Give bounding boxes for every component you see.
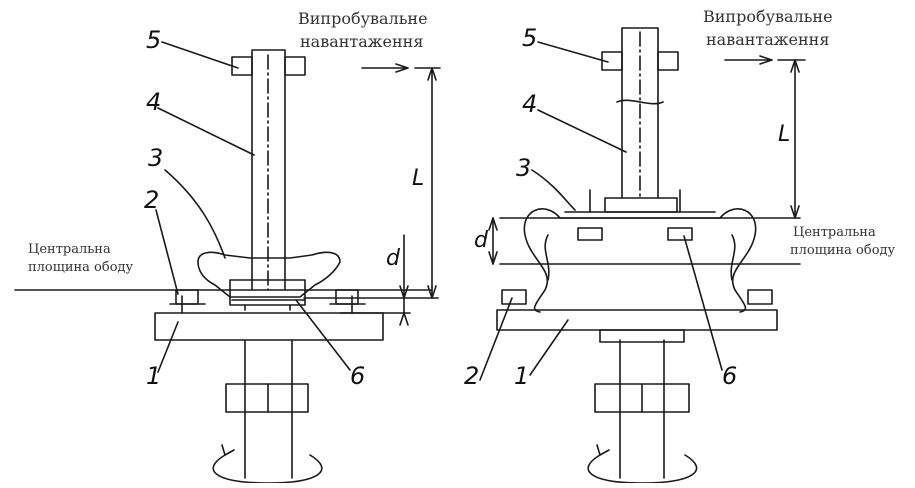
left-top-clamp-l xyxy=(231,56,253,76)
left-test-bar xyxy=(251,49,286,291)
right-dim-L xyxy=(777,59,806,219)
left-dim-L xyxy=(414,67,441,299)
right-lower-block xyxy=(599,329,685,343)
left-center-label-line1: Центральна xyxy=(28,242,111,257)
right-callout-4: 4 xyxy=(522,90,538,118)
right-callout-1: 1 xyxy=(514,362,530,390)
left-load-arrow xyxy=(361,63,409,73)
left-callout-1: 1 xyxy=(146,362,162,390)
left-rotation-arrow xyxy=(212,454,323,484)
right-center-label-line2: площина ободу xyxy=(790,243,896,258)
left-callout-2: 2 xyxy=(144,186,160,214)
left-center-label-line2: площина ободу xyxy=(28,260,134,275)
right-flange xyxy=(604,197,678,213)
right-rim xyxy=(523,208,757,313)
left-top-clamp-r xyxy=(284,56,306,76)
right-load-label-line2: навантаження xyxy=(706,30,830,49)
left-assembly xyxy=(14,41,441,484)
right-rotation-arrow xyxy=(587,454,698,484)
left-callout-4: 4 xyxy=(146,88,162,116)
right-callout-3: 3 xyxy=(516,154,532,182)
left-load-label-line2: навантаження xyxy=(300,32,424,51)
left-callout-5: 5 xyxy=(146,26,162,54)
right-lower-shaft xyxy=(619,339,665,479)
right-center-label-line1: Центральна xyxy=(793,225,876,240)
left-callout-3: 3 xyxy=(148,144,164,172)
left-clamp-right xyxy=(335,289,359,305)
right-dim-L-label: L xyxy=(778,122,791,147)
left-callout-6: 6 xyxy=(350,362,366,390)
right-callout-5: 5 xyxy=(522,24,538,52)
right-dim-d-label: d xyxy=(474,228,488,253)
right-load-label-line1: Випробувальне xyxy=(703,7,833,26)
left-rim xyxy=(197,251,341,298)
left-base-plate xyxy=(154,312,384,341)
right-assembly xyxy=(479,27,806,484)
left-dim-d xyxy=(303,234,439,314)
right-load-arrow xyxy=(724,55,773,65)
left-lower-shaft xyxy=(244,339,293,479)
right-base-plate xyxy=(496,309,778,331)
right-callout-6: 6 xyxy=(722,362,738,390)
left-clamp-left xyxy=(175,289,199,305)
right-clamp-left xyxy=(501,289,527,305)
right-callout-2: 2 xyxy=(464,362,480,390)
left-lower-coupling xyxy=(225,383,309,413)
left-dim-L-label: L xyxy=(412,166,425,191)
left-load-label-line1: Випробувальне xyxy=(298,9,428,28)
right-clamp-right xyxy=(747,289,773,305)
left-dim-d-label: d xyxy=(386,246,400,271)
